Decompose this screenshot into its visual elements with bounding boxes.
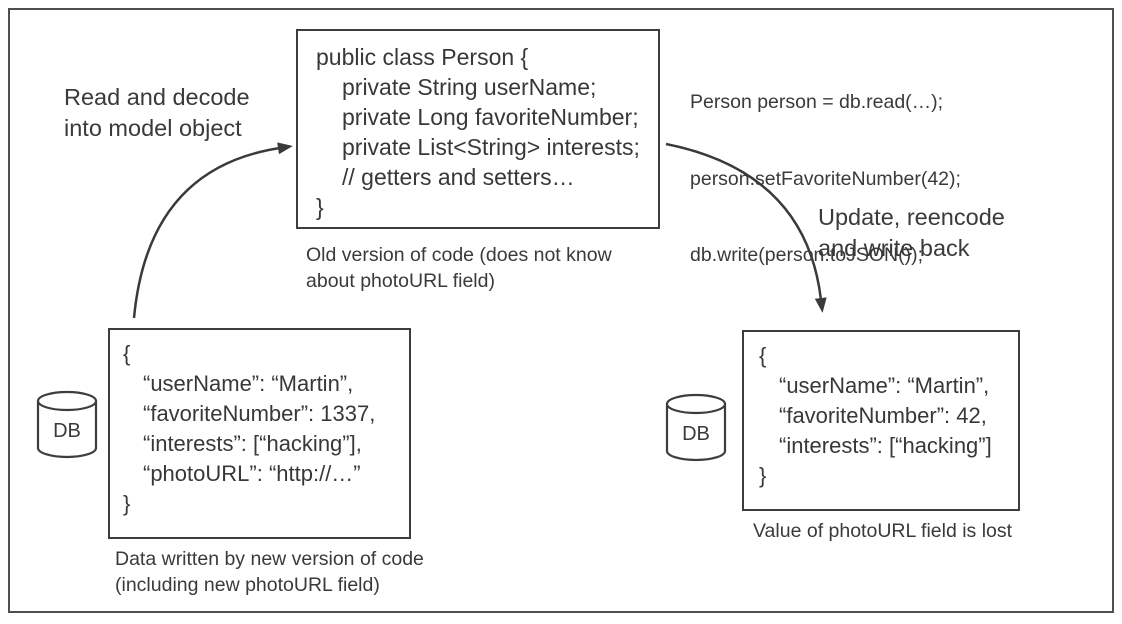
person-class-line: // getters and setters… xyxy=(342,164,575,190)
app-code-line: person.setFavoriteNumber(42); xyxy=(690,167,961,190)
person-class-line: private String userName; xyxy=(342,74,597,100)
json-document-new-version: { “userName”: “Martin”, “favoriteNumber”… xyxy=(108,328,411,539)
outer-frame xyxy=(8,8,1114,613)
database-cylinder-icon xyxy=(36,390,98,459)
read-decode-label-line2: into model object xyxy=(64,115,242,141)
database-right: DB xyxy=(665,393,727,463)
app-code-line: Person person = db.read(…); xyxy=(690,91,944,113)
database-cylinder-icon xyxy=(665,393,727,462)
person-class-line: public class Person { xyxy=(316,44,529,70)
json-line: { xyxy=(759,343,767,368)
person-box-caption-line1: Old version of code (does not know xyxy=(306,244,612,266)
right-json-caption: Value of photoURL field is lost xyxy=(753,520,1013,542)
left-json-caption-line2: (including new photoURL field) xyxy=(115,574,380,596)
json-line: “userName”: “Martin”, xyxy=(143,371,354,396)
person-box-caption: Old version of code (does not know about… xyxy=(306,242,612,294)
update-writeback-label-line2: and write back xyxy=(818,235,970,261)
json-line: “interests”: [“hacking”] xyxy=(779,433,992,458)
application-code-snippet: Person person = db.read(…); person.setFa… xyxy=(690,39,961,320)
update-writeback-label: Update, reencode and write back xyxy=(818,202,1005,264)
left-json-caption: Data written by new version of code (inc… xyxy=(115,546,424,598)
json-line: } xyxy=(759,463,767,488)
update-writeback-label-line1: Update, reencode xyxy=(818,204,1005,230)
json-line: } xyxy=(123,491,131,516)
database-left: DB xyxy=(36,390,98,460)
json-line: “userName”: “Martin”, xyxy=(779,373,990,398)
app-code-line: db.write(person.toJSON()); xyxy=(690,244,923,266)
database-right-label: DB xyxy=(682,423,710,445)
person-class-box: public class Person { private String use… xyxy=(296,29,660,229)
json-line: “favoriteNumber”: 42, xyxy=(779,403,987,428)
json-line: “interests”: [“hacking”], xyxy=(143,431,362,456)
json-line: “favoriteNumber”: 1337, xyxy=(143,401,376,426)
json-line: { xyxy=(123,341,131,366)
database-left-label: DB xyxy=(53,420,81,442)
left-json-caption-line1: Data written by new version of code xyxy=(115,548,424,570)
person-box-caption-line2: about photoURL field) xyxy=(306,270,495,292)
json-line: “photoURL”: “http://…” xyxy=(143,461,361,486)
person-class-line: } xyxy=(316,194,324,220)
person-class-line: private Long favoriteNumber; xyxy=(342,104,639,130)
person-class-line: private List<String> interests; xyxy=(342,134,640,160)
json-document-after-writeback: { “userName”: “Martin”, “favoriteNumber”… xyxy=(742,330,1020,511)
read-decode-label: Read and decode into model object xyxy=(64,82,250,144)
read-decode-label-line1: Read and decode xyxy=(64,84,250,110)
